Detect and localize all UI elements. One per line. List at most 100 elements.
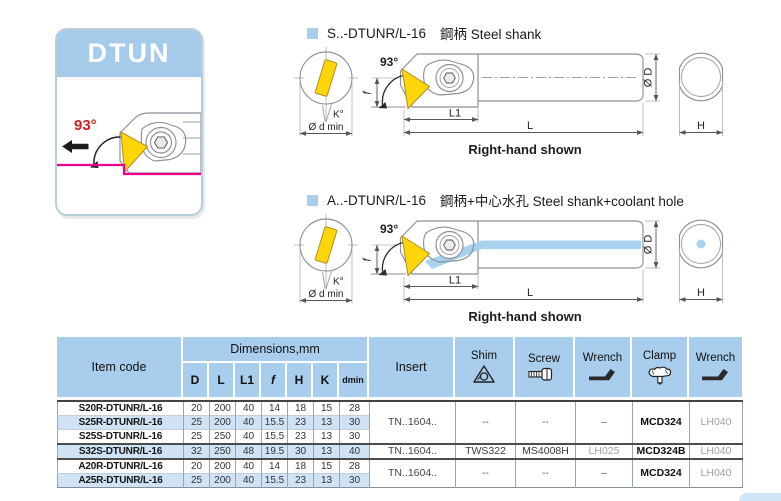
dtun-product-box: DTUN 93° [55,28,203,216]
header-col-K: K [313,363,339,397]
dim-cell: 200 [209,401,236,416]
shank-end-view [299,51,353,105]
clamp-cell: MCD324 [632,458,690,488]
dim-cell: 15.5 [261,429,288,444]
l1-label: L1 [449,275,461,287]
dim-cell: 18 [287,401,314,416]
angle-label: 93° [74,117,97,134]
header-col-L: L [209,363,235,397]
screw-icon [528,367,553,381]
insert-cell: TN..1604.. [369,401,456,444]
technical-drawing-steel-shank: K° Ø d min f 93° L1 L Ø D [294,47,724,157]
header-wrench-2: Wrench [689,337,742,397]
dim-cell: 23 [287,473,314,488]
screw-cell: -- [515,458,576,488]
dim-cell: 23 [287,415,314,430]
dim-cell: 14 [261,401,288,416]
wrench-cell: LH040 [689,458,743,488]
header-shim: Shim [455,337,515,397]
wrench-cell: – [575,458,633,488]
dim-cell: 30 [339,429,370,444]
f-label: f [362,91,374,95]
clamp-label: Clamp [642,349,677,362]
dim-cell: 13 [313,429,340,444]
insert-triangle [120,131,149,174]
header-item-code: Item code [57,337,183,397]
coolant-channel [482,240,641,249]
dim-cell: 200 [209,473,236,488]
l-label: L [527,120,533,132]
header-col-dmin: dmin [339,363,369,397]
dim-cell: 28 [339,401,370,416]
section-desc: 鋼柄+中心水孔 Steel shank+coolant hole [440,194,684,209]
blue-square-bullet-icon [307,194,318,206]
h-label: H [697,287,705,299]
hex-key-icon [701,369,728,381]
drawing-caption: Right-hand shown [468,309,581,324]
dtun-title: DTUN [87,38,171,68]
dim-cell: 200 [209,458,236,474]
dim-cell: 15 [313,401,340,416]
table-row: S32S-DTUNR/L-16 32 250 48 19.5 30 13 40 … [57,443,743,459]
dim-cell: 20 [183,458,210,474]
drawing-caption: Right-hand shown [468,142,581,157]
section-code: S..-DTUNR/L-16 [327,25,427,41]
dim-cell: 40 [235,401,262,416]
shim-cell: -- [455,458,516,488]
header-screw: Screw [515,337,575,397]
dim-cell: 13 [313,415,340,430]
shank-rear-view [678,52,724,102]
wrench-label: Wrench [582,352,623,364]
dim-cell: 15.5 [261,473,288,488]
k-angle-label: K° [333,110,344,121]
screw-label: Screw [528,352,560,365]
shim-triangle-icon [473,365,495,383]
dia-d-label: Ø D [643,68,655,88]
shim-label: Shim [470,350,498,362]
dim-cell: 28 [339,458,370,474]
wrench-cell: – [575,401,633,444]
dim-cell: 20 [183,401,210,416]
header-col-D: D [183,363,209,397]
insert-triangle [401,67,431,110]
dim-cell: 19.5 [261,443,288,459]
insert-triangle [401,234,431,277]
item-code-cell: A25R-DTUNR/L-16 [57,473,184,488]
dim-cell: 25 [183,429,210,444]
insert-cell: TN..1604.. [369,458,456,488]
wrench-cell: LH040 [689,401,743,444]
dim-cell: 14 [261,458,288,474]
h-label: H [697,120,705,132]
feed-direction-arrow-icon [62,140,89,153]
hex-socket [153,136,169,149]
f-label: f [362,258,374,262]
insert-end-view [314,59,338,97]
dim-cell: 30 [339,473,370,488]
hex-key-icon [588,369,615,381]
item-code-cell: S25R-DTUNR/L-16 [57,415,184,430]
d-min-label: Ø d min [308,122,343,133]
dim-cell: 40 [235,415,262,430]
clamp-cell: MCD324B [632,443,690,459]
header-col-L1: L1 [235,363,261,397]
header-col-f: f [261,363,287,397]
dim-cell: 18 [287,458,314,474]
d-min-label: Ø d min [308,289,343,300]
angle-label: 93° [380,55,398,69]
section-code: A..-DTUNR/L-16 [327,192,427,208]
wrench-cell: LH040 [689,443,743,459]
header-col-H: H [287,363,313,397]
screw-cell: MS4008H [515,443,576,459]
dim-cell: 40 [339,443,370,459]
clamp-outline [422,59,475,96]
dim-cell: 250 [209,429,236,444]
clamp-outline [422,226,475,263]
table-row: S20R-DTUNR/L-16 20 200 40 14 18 15 28 TN… [58,401,743,444]
insert-cell: TN..1604.. [369,443,456,459]
l-label: L [527,287,533,299]
dim-cell: 250 [209,443,236,459]
item-code-cell: S25S-DTUNR/L-16 [57,429,184,444]
shank-end-view [299,218,353,272]
hex-socket [443,72,456,84]
header-wrench-1: Wrench [575,337,632,397]
